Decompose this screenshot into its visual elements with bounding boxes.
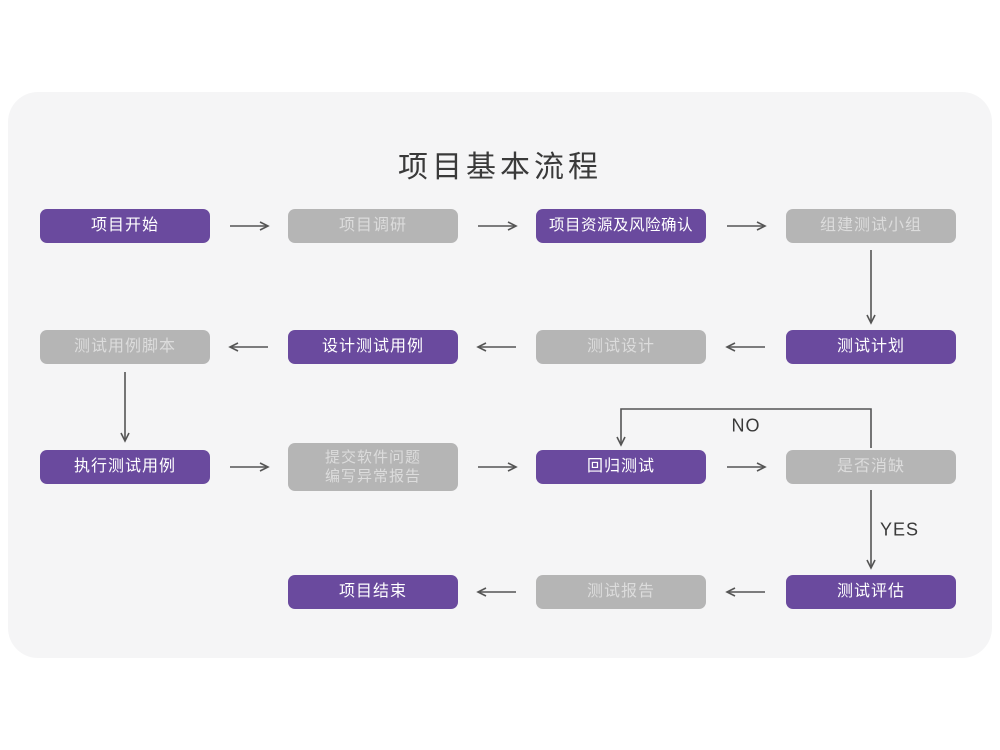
node-test-design: 测试设计 — [536, 330, 706, 364]
node-design-test-cases: 设计测试用例 — [288, 330, 458, 364]
page-title: 项目基本流程 — [398, 151, 602, 184]
node-resources-risk-confirm: 项目资源及风险确认 — [536, 209, 706, 243]
node-project-end: 项目结束 — [288, 575, 458, 609]
node-project-research: 项目调研 — [288, 209, 458, 243]
node-test-plan: 测试计划 — [786, 330, 956, 364]
branch-label-yes: YES — [880, 519, 920, 540]
node-test-evaluation: 测试评估 — [786, 575, 956, 609]
node-submit-issues-report: 提交软件问题 编写异常报告 — [288, 443, 458, 491]
branch-label-no: NO — [731, 415, 761, 436]
node-project-start: 项目开始 — [40, 209, 210, 243]
node-test-case-scripts: 测试用例脚本 — [40, 330, 210, 364]
node-execute-test-cases: 执行测试用例 — [40, 450, 210, 484]
node-build-test-team: 组建测试小组 — [786, 209, 956, 243]
node-regression-test: 回归测试 — [536, 450, 706, 484]
node-defect-cleared-decision: 是否消缺 — [786, 450, 956, 484]
flowchart-card — [8, 92, 992, 658]
node-test-report: 测试报告 — [536, 575, 706, 609]
